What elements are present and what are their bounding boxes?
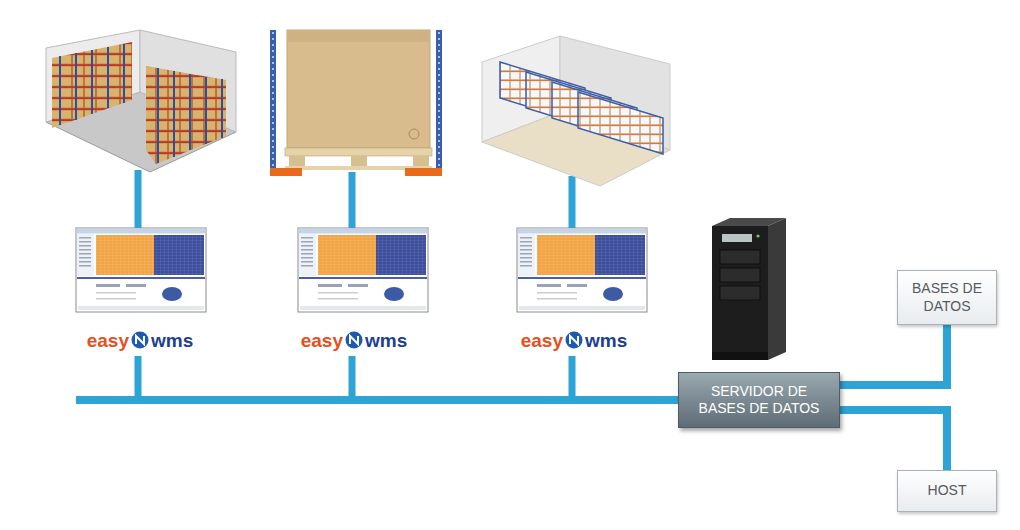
link-line bbox=[135, 170, 142, 229]
logo-text: easy bbox=[301, 331, 343, 350]
logo-icon bbox=[570, 336, 578, 344]
server-tower bbox=[720, 286, 760, 300]
link-line bbox=[569, 356, 576, 400]
logo-text: wms bbox=[585, 331, 627, 350]
pallet-load bbox=[405, 168, 442, 176]
logo-icon bbox=[131, 331, 149, 349]
product-logo: easy wms bbox=[70, 328, 210, 352]
drive-in-warehouse bbox=[107, 47, 109, 108]
pallet-load bbox=[272, 32, 273, 172]
pallet-load bbox=[270, 30, 276, 175]
pallet-load bbox=[289, 156, 305, 166]
software-screenshot bbox=[517, 228, 647, 312]
pallet-load bbox=[438, 32, 439, 172]
logo-icon bbox=[566, 332, 583, 349]
link-line bbox=[135, 356, 142, 400]
database-box: BASES DE DATOS bbox=[897, 270, 997, 325]
logo-icon bbox=[350, 336, 358, 344]
logo-icon bbox=[132, 332, 149, 349]
drive-in-warehouse bbox=[52, 42, 132, 128]
drive-in-warehouse bbox=[123, 44, 125, 103]
pallet-load bbox=[285, 148, 432, 156]
logo-icon bbox=[136, 336, 144, 344]
server-tower bbox=[768, 218, 786, 360]
logo-text: wms bbox=[151, 331, 193, 350]
host-box: HOST bbox=[897, 470, 997, 512]
server-box: SERVIDOR DE BASES DE DATOS bbox=[678, 372, 840, 428]
drive-in-warehouse bbox=[59, 56, 61, 125]
product-logo: easy wms bbox=[504, 328, 644, 352]
server-tower bbox=[720, 250, 760, 264]
network-link bbox=[840, 325, 947, 385]
logo-text: easy bbox=[87, 331, 129, 350]
link-line bbox=[569, 176, 576, 229]
server-tower bbox=[712, 218, 786, 360]
server-tower bbox=[756, 234, 759, 237]
software-screenshot bbox=[76, 228, 647, 312]
server-tower bbox=[712, 226, 768, 360]
logo-icon bbox=[345, 331, 363, 349]
node-label: SERVIDOR DE BASES DE DATOS bbox=[695, 383, 823, 418]
drive-in-warehouse bbox=[158, 68, 222, 163]
link-line bbox=[349, 356, 356, 400]
drive-in-warehouse bbox=[205, 77, 207, 144]
node-label: BASES DE DATOS bbox=[905, 280, 989, 315]
logo-text: wms bbox=[365, 331, 407, 350]
drive-in-warehouse bbox=[221, 79, 223, 138]
drive-in-warehouse bbox=[146, 66, 226, 164]
server-tower bbox=[722, 234, 752, 242]
network-bus bbox=[76, 396, 680, 404]
server-tower bbox=[720, 268, 760, 282]
drive-in-warehouse bbox=[91, 50, 93, 114]
drive-in-warehouse bbox=[46, 30, 236, 172]
pallet-load bbox=[270, 168, 302, 176]
drive-in-warehouse bbox=[173, 71, 175, 157]
network-link bbox=[840, 410, 947, 470]
node-label: HOST bbox=[905, 482, 989, 500]
server-tower bbox=[712, 352, 768, 360]
drive-in-warehouse bbox=[189, 74, 191, 150]
pallet-load bbox=[351, 156, 367, 166]
software-screenshot bbox=[298, 228, 428, 312]
software-screenshot bbox=[76, 228, 206, 312]
rack-warehouse bbox=[482, 36, 670, 186]
pallet-load bbox=[287, 30, 430, 42]
pallet-load bbox=[436, 30, 442, 175]
pallet-load bbox=[270, 30, 442, 176]
drive-in-warehouse bbox=[75, 53, 77, 120]
pallet-load bbox=[287, 30, 430, 148]
pallet-load bbox=[409, 129, 419, 139]
logo-icon bbox=[346, 332, 363, 349]
logo-text: easy bbox=[521, 331, 563, 350]
product-logo: easy wms bbox=[284, 328, 424, 352]
logo-icon bbox=[565, 331, 583, 349]
drive-in-warehouse bbox=[157, 68, 159, 163]
link-line bbox=[349, 172, 356, 229]
rack-warehouse bbox=[578, 92, 663, 154]
drive-in-warehouse bbox=[60, 44, 124, 125]
pallet-load bbox=[413, 156, 429, 166]
